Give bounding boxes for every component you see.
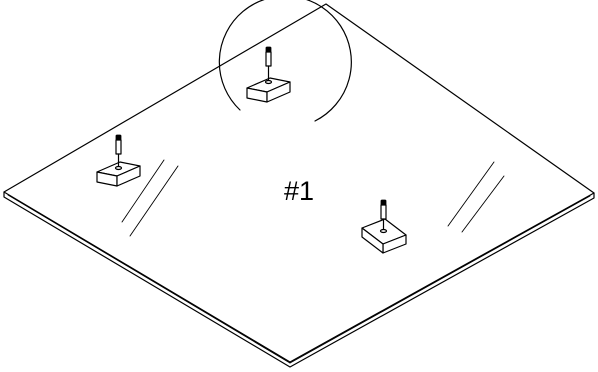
detail-circle [218,0,352,122]
mounting-screw-top [264,46,273,85]
mounting-screw-left [114,134,123,171]
glass-panel [3,3,595,368]
mounting-block-right [361,199,407,254]
mounting-block-left [96,134,141,187]
glass-reflection-marks [121,159,505,237]
part-label: #1 [284,176,314,206]
mounting-block-top [246,46,291,103]
mounting-screw-right [379,199,388,234]
